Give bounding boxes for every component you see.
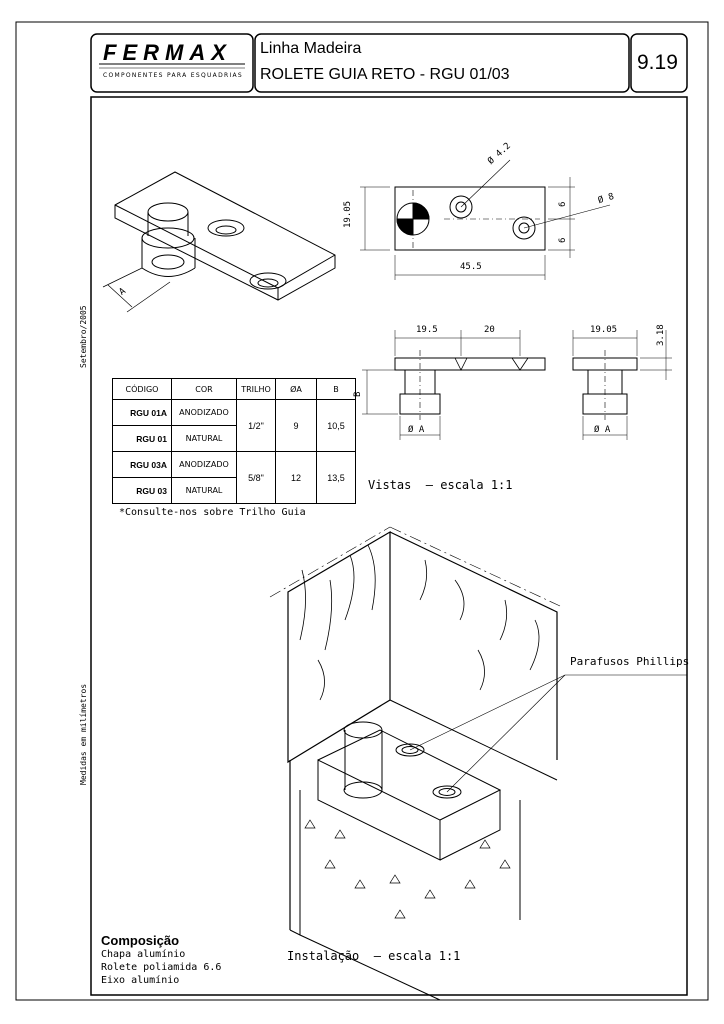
table-row: RGU 01A ANODIZADO 1/2" 9 10,5 [112,399,356,452]
page-number: 9.19 [637,51,678,74]
logo-box [90,33,254,93]
group-trilho: 1/2" [236,399,276,452]
front-view [362,330,546,440]
product-title: ROLETE GUIA RETO - RGU 01/03 [260,66,510,83]
group-a: 9 [275,399,317,452]
row-code: RGU 03 [112,477,172,504]
composition-item: Chapa alumínio [101,949,186,960]
group-b: 13,5 [316,451,356,504]
dim-gap-b: 6 [558,237,568,243]
sheet-border [15,21,709,1001]
plan-view [360,159,611,280]
dim-label-a-side: Ø A [594,425,611,435]
composition-item: Rolete poliamida 6.6 [101,962,222,973]
row-code: RGU 03A [112,451,172,478]
brand-tagline: COMPONENTES PARA ESQUADRIAS [103,72,244,79]
header-a: ØA [275,378,317,400]
brand-logo: FERMAX [103,40,232,65]
installation-view [269,526,687,1001]
header-trilho: TRILHO [236,378,276,400]
date-label: Setembro/2005 [79,305,88,368]
row-cor: ANODIZADO [171,399,237,426]
dim-label-a-front: Ø A [408,425,425,435]
table-row: RGU 03 NATURAL [112,477,356,504]
spec-table: CÓDIGO COR TRILHO ØA B RGU 01A ANODIZADO… [112,378,356,504]
dim-pos-1: 19.5 [416,325,438,335]
dim-pos-2: 20 [484,325,495,335]
row-cor: ANODIZADO [171,451,237,478]
composition-title: Composição [101,933,180,948]
dim-thickness: 3.18 [656,324,666,346]
row-code: RGU 01 [112,425,172,452]
page-number-box [630,33,688,93]
installation-caption: Instalação – escala 1:1 [287,949,461,963]
table-note: *Consulte-nos sobre Trilho Guia [119,507,306,518]
group-trilho: 5/8" [236,451,276,504]
side-view [572,330,672,440]
row-code: RGU 01A [112,399,172,426]
units-label: Medidas em milímetros [79,683,88,785]
dim-width: 45.5 [460,262,482,272]
header-cor: COR [171,378,237,400]
views-caption: Vistas – escala 1:1 [368,478,513,492]
title-box [254,33,630,93]
group-b: 10,5 [316,399,356,452]
dim-height: 19.05 [343,200,353,228]
composition-item: Eixo alumínio [101,975,180,986]
iso-product-view [102,171,336,313]
screws-label: Parafusos Phillips [570,655,690,668]
header-codigo: CÓDIGO [112,378,172,400]
dim-gap-a: 6 [558,201,568,207]
group-a: 12 [275,451,317,504]
content-frame [90,96,688,996]
row-cor: NATURAL [171,477,237,504]
header-b: B [316,378,356,400]
row-cor: NATURAL [171,425,237,452]
dim-side-width: 19.05 [590,325,618,335]
table-row: RGU 03A ANODIZADO 5/8" 12 13,5 [112,451,356,504]
table-header-row: CÓDIGO COR TRILHO ØA B [112,378,356,400]
line-title: Linha Madeira [260,40,362,57]
